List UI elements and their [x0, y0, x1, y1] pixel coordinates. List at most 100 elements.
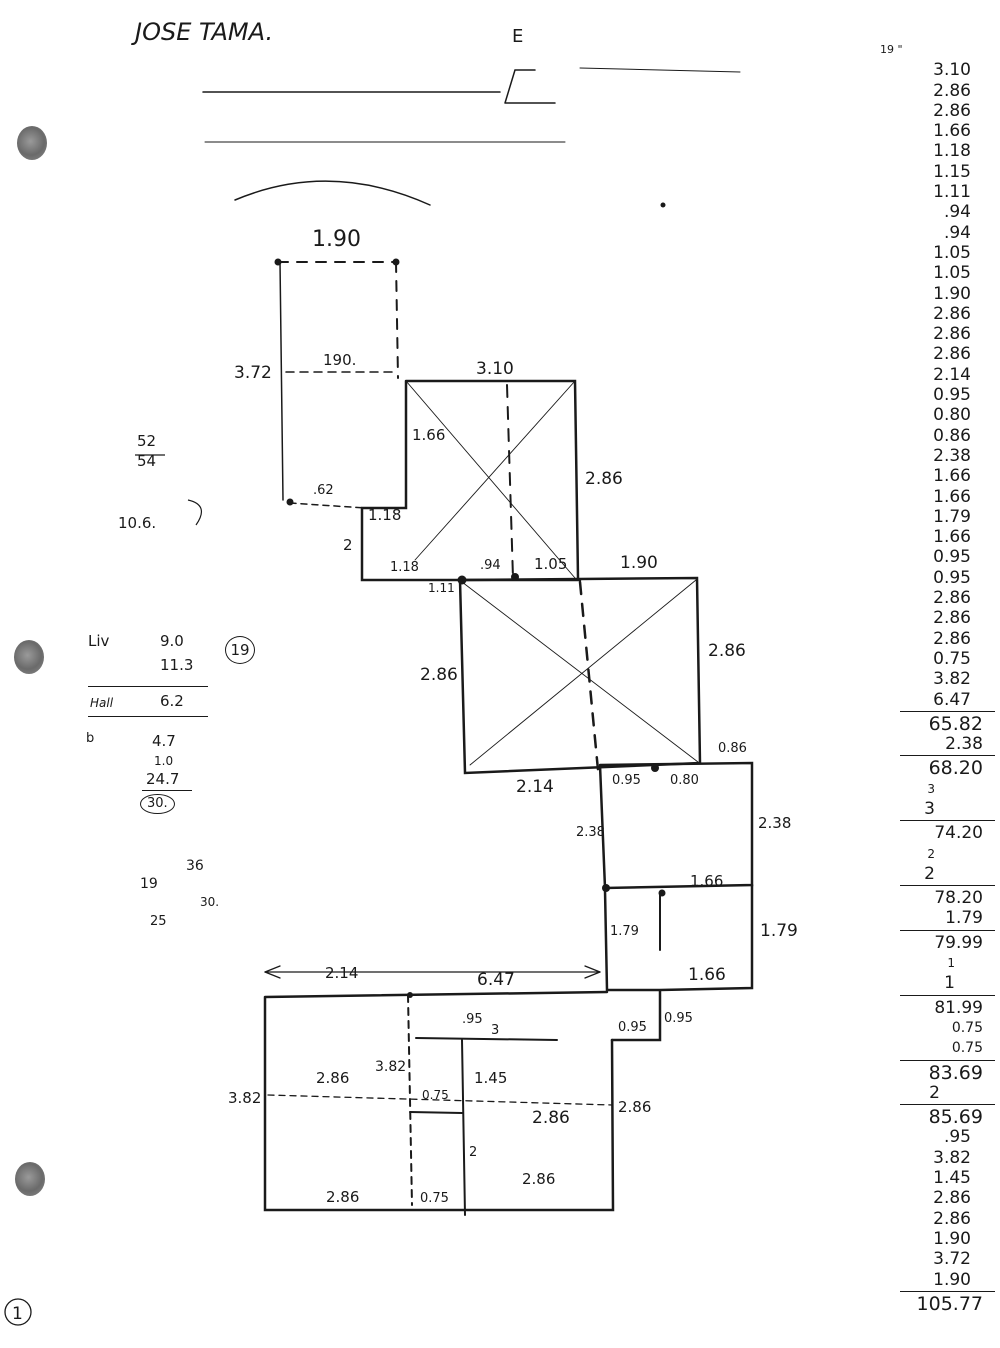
dim-top-bottom: .62: [313, 483, 334, 498]
dim-b111: 1.11: [428, 581, 455, 595]
column-entry: 6.47: [933, 689, 971, 710]
subtotal-1: 65.82: [928, 712, 983, 735]
column-entry: 1.05: [933, 242, 971, 263]
column-entry: 3.72: [933, 1249, 971, 1270]
calc-liv-label: Liv: [88, 632, 110, 650]
dim-room4-bottom: 1.66: [688, 965, 726, 985]
dim-right-286: 2.86: [618, 1098, 651, 1116]
column-entry: 2.86: [933, 608, 971, 629]
dim-room2-top: 1.90: [620, 553, 658, 573]
dim-room2-bottom: 2.14: [516, 777, 554, 797]
subtotal-6: 81.99: [934, 997, 983, 1018]
add-2a: 3: [927, 781, 935, 796]
subtotal-2: 68.20: [928, 757, 983, 780]
dim-room4-left: 1.79: [610, 924, 639, 939]
left-note-106: 10.6.: [118, 514, 156, 532]
binder-hole: [17, 126, 47, 160]
column-entry: 1.90: [933, 283, 971, 304]
left-note-54: 54: [137, 452, 156, 470]
calc-hall-label: Hall: [90, 696, 114, 710]
column-entry: 2.86: [933, 80, 971, 101]
column-entry: 2.86: [933, 324, 971, 345]
dim-arrow-right: 6.47: [477, 970, 515, 990]
dim-mid-286: 2.86: [532, 1108, 570, 1128]
misc-19: 19: [140, 876, 158, 892]
column-entry: 1.45: [933, 1168, 971, 1189]
dim-step-095b: 0.95: [664, 1011, 693, 1026]
grand-total: 105.77: [916, 1292, 983, 1315]
dim-b086: 0.86: [718, 741, 747, 756]
dim-left-382: 3.82: [228, 1089, 261, 1107]
dim-inner-3: 3: [491, 1023, 499, 1038]
dim-room1-left: 1.66: [412, 426, 445, 444]
dim-mid-2: 2: [469, 1145, 477, 1160]
calc-b-total: 30.: [140, 794, 175, 814]
column-entry: 0.86: [933, 425, 971, 446]
column-entry: 2.86: [933, 628, 971, 649]
dim-bottom-286a: 2.86: [326, 1188, 359, 1206]
header-note: E: [512, 26, 523, 47]
dim-inner-145: 1.45: [474, 1069, 507, 1087]
dim-room4-right: 1.79: [760, 921, 798, 941]
dim-step-095a: 0.95: [618, 1020, 647, 1035]
dim-top-mid: 190.: [323, 351, 356, 369]
calc-liv-2: 11.3: [160, 656, 194, 674]
add-6a: 0.75: [951, 1019, 983, 1036]
subtotal-5: 79.99: [934, 932, 983, 953]
add-1: 2.38: [945, 734, 983, 755]
dim-room1-top: 3.10: [476, 359, 514, 379]
column-entry: 0.75: [933, 648, 971, 669]
column-entry: 3.82: [933, 669, 971, 690]
calc-b-1: 4.7: [152, 732, 176, 750]
calc-b-2: 1.0: [154, 754, 174, 768]
column-entry: 0.95: [933, 385, 971, 406]
column-entry: 3.82: [933, 1147, 971, 1168]
dim-step-2: 2: [343, 536, 353, 554]
add-5b: 1: [944, 973, 955, 994]
dim-bottom-286b: 2.86: [522, 1170, 555, 1188]
binder-hole: [14, 640, 44, 674]
column-entry: 0.80: [933, 405, 971, 426]
column-entry: 1.18: [933, 141, 971, 162]
add-3a: 2: [927, 846, 935, 861]
column-entry: 2.14: [933, 364, 971, 385]
column-entry: 2.86: [933, 344, 971, 365]
column-entry: 1.90: [933, 1228, 971, 1249]
column-entry: 2.86: [933, 100, 971, 121]
dim-inner-95: .95: [462, 1012, 483, 1027]
column-entry: 1.66: [933, 527, 971, 548]
dim-b118: 1.18: [390, 560, 419, 575]
column-entry: .95: [943, 1127, 971, 1148]
add-6b: 0.75: [951, 1040, 983, 1057]
column-entry: 1.05: [933, 263, 971, 284]
subtotal-3: 74.20: [934, 823, 983, 844]
add-3b: 2: [924, 863, 935, 884]
column-entry: 0.95: [933, 567, 971, 588]
column-entry: 2.86: [933, 1208, 971, 1229]
subtotal-8: 85.69: [928, 1106, 983, 1129]
page-number: 1: [12, 1304, 23, 1324]
column-entry: 1.79: [933, 506, 971, 527]
column-entry: 1.66: [933, 121, 971, 142]
calc-circled: 19: [225, 636, 255, 664]
column-entry: 3.10: [933, 60, 971, 81]
dim-b94: .94: [480, 558, 501, 573]
left-note-52: 52: [137, 432, 156, 450]
column-head: 19 ": [880, 43, 903, 56]
column-entry: .94: [943, 202, 971, 223]
calc-hall-val: 6.2: [160, 692, 184, 710]
column-entry: 0.95: [933, 547, 971, 568]
dim-room2-left: 2.86: [420, 665, 458, 685]
column-entry: 1.90: [933, 1269, 971, 1290]
misc-25: 25: [150, 914, 167, 929]
column-entry: .94: [943, 222, 971, 243]
column-entry: 2.86: [933, 303, 971, 324]
misc-36: 36: [186, 858, 204, 874]
add-5a: 1: [947, 956, 955, 971]
calc-b-3: 24.7: [146, 770, 180, 788]
dim-top-width: 1.90: [312, 227, 361, 252]
